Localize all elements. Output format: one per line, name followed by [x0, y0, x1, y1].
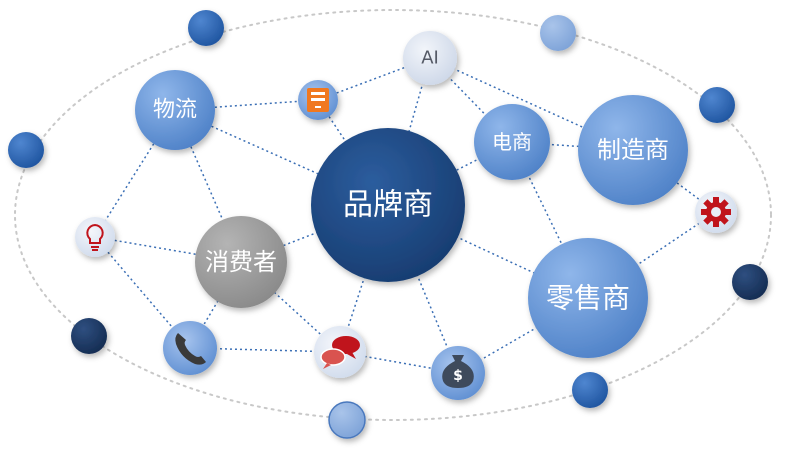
orbit-dot — [8, 132, 44, 168]
orbit-dot — [188, 10, 224, 46]
money-bag-icon: $ — [431, 346, 485, 400]
phone-icon — [163, 321, 217, 375]
orbit-dot — [732, 264, 768, 300]
node-label: 品牌商 — [343, 188, 433, 223]
orbit-dot — [540, 15, 576, 51]
chat-bubbles-icon — [314, 326, 366, 378]
gear-icon — [695, 191, 737, 233]
node-consumer: 消费者 — [195, 216, 287, 308]
orbit-ring — [14, 9, 772, 421]
node-label: 消费者 — [205, 248, 277, 276]
node-brand-center: 品牌商 — [311, 128, 465, 282]
svg-text:$: $ — [453, 368, 463, 384]
orbit-dot — [328, 401, 366, 439]
orbit-dot — [572, 372, 608, 408]
node-label: 物流 — [153, 98, 197, 123]
node-label: 零售商 — [546, 282, 630, 315]
lightbulb-icon — [75, 217, 115, 257]
node-retailer: 零售商 — [528, 238, 648, 358]
node-label: 制造商 — [597, 136, 669, 164]
node-label: 电商 — [492, 130, 532, 154]
node-logistics: 物流 — [135, 70, 215, 150]
orbit-dots — [8, 10, 768, 439]
orbit-dot — [71, 318, 107, 354]
tablet-icon — [298, 80, 338, 120]
node-ai: AI — [403, 31, 457, 85]
node-manufacturer: 制造商 — [578, 95, 688, 205]
node-label: AI — [421, 48, 439, 69]
orbit-dot — [699, 87, 735, 123]
node-ecommerce: 电商 — [474, 104, 550, 180]
